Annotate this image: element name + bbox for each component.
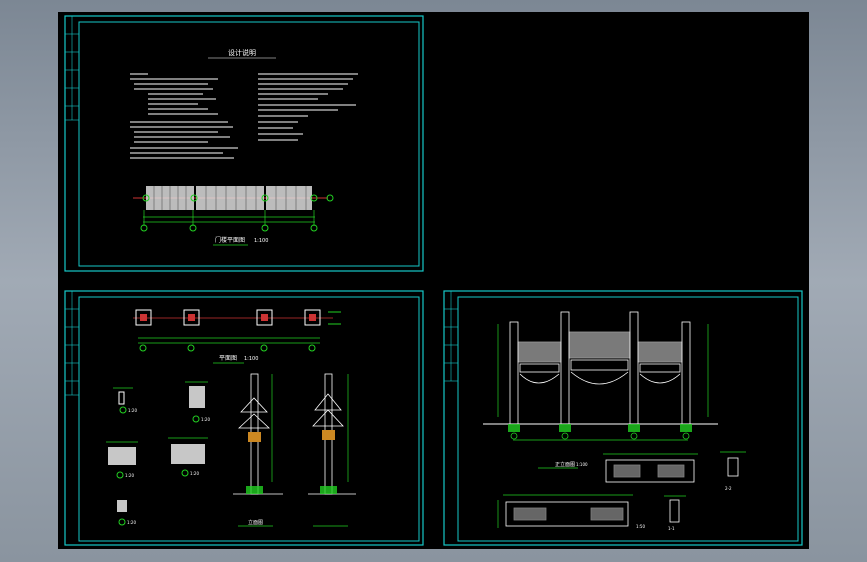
sheet-3-inner-frame	[457, 296, 799, 542]
sheet-1-title-strip	[65, 16, 79, 121]
sheet-1-plan-label: 门楼平面图	[215, 236, 245, 244]
sheet-1-title: 设计说明	[228, 48, 256, 57]
sheet-3-title-strip	[444, 291, 458, 382]
sheet-1[interactable]: 设计说明	[64, 15, 424, 272]
sheet-2-inner-frame	[78, 296, 420, 542]
sheet-2-detail-2	[185, 381, 208, 423]
sheet-1-plan-scale: 1:100	[254, 238, 268, 244]
sheet-2-title-strip	[65, 291, 79, 396]
sheet-2-detail-3	[106, 441, 138, 479]
sheet-3-bottom-scale: 1:50	[636, 524, 645, 529]
sheet-1-gate-elevation-strip	[133, 186, 334, 232]
sheet-2-detail-1-scale: 1:20	[128, 408, 137, 413]
sheet-3-column-section	[720, 451, 746, 477]
sheet-3[interactable]: 正立面图 1:100 2-2 1:50 1-1	[443, 290, 803, 546]
sheet-2[interactable]: 平面图 1:100 1:20 1:20 1:20 1:20	[64, 290, 424, 546]
sheet-2-elevation-label: 立面图	[248, 519, 263, 526]
sheet-3-bottom-beam	[497, 494, 633, 528]
sheet-3-beam-section	[603, 453, 698, 483]
sheet-2-plan-scale: 1:100	[244, 356, 258, 362]
sheet-3-small-section	[664, 495, 686, 523]
sheet-2-detail-3-scale: 1:20	[125, 473, 134, 478]
sheet-2-detail-5	[117, 500, 127, 526]
sheet-2-column-elevation-2	[308, 373, 356, 495]
sheet-2-detail-2-scale: 1:20	[201, 417, 210, 422]
sheet-2-column-elevation-1	[233, 373, 283, 495]
sheet-3-outer-frame	[443, 290, 803, 546]
sheet-1-inner-frame	[78, 21, 420, 267]
sheet-3-gate-front-elevation	[483, 311, 718, 441]
sheet-3-elevation-label: 正立面图	[555, 461, 575, 468]
sheet-3-section-2-2: 2-2	[725, 486, 732, 491]
sheet-2-foundation-plan	[133, 309, 341, 352]
sheet-3-elevation-scale: 1:100	[576, 462, 588, 467]
sheet-2-detail-4	[168, 437, 208, 477]
sheet-1-notes-right	[258, 73, 358, 141]
sheet-2-detail-5-scale: 1:20	[127, 520, 136, 525]
sheet-2-plan-label: 平面图	[219, 355, 237, 362]
sheet-1-notes-left	[130, 73, 238, 159]
model-space-canvas[interactable]: 设计说明	[58, 12, 809, 549]
sheet-2-outer-frame	[64, 290, 424, 546]
sheet-1-outer-frame	[64, 15, 424, 272]
drawing-svg: 设计说明	[64, 15, 803, 546]
sheet-3-section-1-1: 1-1	[668, 526, 675, 531]
sheet-2-detail-4-scale: 1:20	[190, 471, 199, 476]
sheet-2-detail-1	[113, 387, 133, 414]
